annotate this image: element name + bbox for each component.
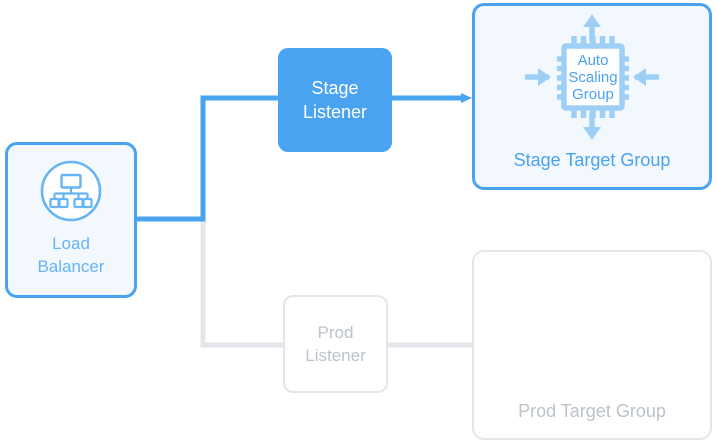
asg-label-line2: Scaling [568, 69, 617, 86]
prod-listener-label-line2: Listener [305, 346, 366, 365]
node-load-balancer[interactable]: Load Balancer [5, 142, 137, 298]
cpu-chip-autoscaling-icon: Auto Scaling Group [517, 12, 667, 142]
edge-split-to-prod-listener [200, 219, 283, 348]
load-balancer-label-line2: Balancer [37, 257, 105, 276]
asg-label-line1: Auto [578, 52, 609, 69]
network-hierarchy-icon [39, 159, 103, 223]
stage-target-group-label: Stage Target Group [513, 150, 671, 170]
stage-listener-label-line2: Listener [302, 102, 368, 122]
prod-listener-label: Prod Listener [305, 321, 365, 367]
stage-listener-label: Stage Listener [303, 76, 367, 124]
prod-target-group-label: Prod Target Group [518, 401, 666, 421]
node-stage-target-group[interactable]: Auto Scaling Group Stage Target Group [472, 3, 712, 190]
asg-label-line3: Group [572, 86, 614, 103]
node-prod-target-group[interactable]: Prod Target Group [472, 250, 712, 440]
node-prod-listener[interactable]: Prod Listener [283, 295, 388, 393]
load-balancer-label-line1: Load [52, 234, 90, 253]
stage-listener-label-line1: Stage [311, 78, 359, 98]
prod-listener-label-line1: Prod [317, 323, 354, 342]
node-stage-listener[interactable]: Stage Listener [278, 48, 392, 152]
load-balancer-label: Load Balancer [37, 232, 104, 278]
